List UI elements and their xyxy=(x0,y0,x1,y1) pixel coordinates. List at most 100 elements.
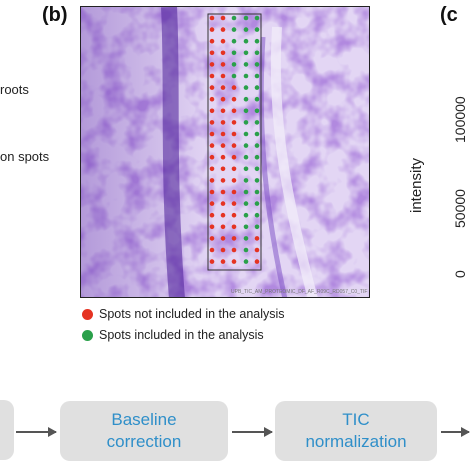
analysis-spot xyxy=(209,236,215,241)
red-dot-icon xyxy=(82,308,93,320)
analysis-spot xyxy=(243,178,249,183)
analysis-spot xyxy=(231,73,237,79)
analysis-spot xyxy=(209,178,215,183)
panel-a-label-roots: roots xyxy=(0,82,29,97)
flow-baseline-line2: correction xyxy=(106,432,182,451)
analysis-spot xyxy=(254,201,260,206)
panel-c-label: (c xyxy=(440,4,458,26)
analysis-spot xyxy=(209,27,215,32)
analysis-spot xyxy=(220,15,226,21)
analysis-spot xyxy=(231,85,237,90)
analysis-spot xyxy=(231,120,237,125)
analysis-spot xyxy=(254,154,260,160)
analysis-spot xyxy=(209,73,215,79)
analysis-spot xyxy=(254,166,260,172)
legend-included-label: Spots included in the analysis xyxy=(99,328,264,342)
panel-a-label-spots: on spots xyxy=(0,149,50,164)
image-caption: UPB_TIC_AM_PROTEOMIC_DF_AF_R09C_RD057_C0… xyxy=(231,289,368,295)
root-strand-light xyxy=(270,26,318,297)
analysis-spot xyxy=(231,27,237,32)
analysis-spot xyxy=(243,96,249,102)
flow-box-baseline: Baseline correction xyxy=(60,401,228,461)
analysis-spot xyxy=(243,15,249,21)
analysis-spot xyxy=(254,259,260,264)
analysis-spot xyxy=(243,108,249,114)
analysis-spot xyxy=(220,108,226,114)
analysis-spot xyxy=(220,143,226,148)
analysis-spot xyxy=(231,96,237,102)
analysis-spot xyxy=(254,131,260,137)
analysis-spot xyxy=(243,73,249,79)
analysis-spot xyxy=(220,212,226,218)
analysis-spot xyxy=(254,189,260,195)
analysis-spot xyxy=(220,50,226,56)
legend-not-included: Spots not included in the analysis xyxy=(82,307,285,321)
y-axis-title: intensity xyxy=(408,157,425,213)
analysis-spot xyxy=(254,27,260,32)
analysis-spot xyxy=(209,131,215,137)
analysis-spot xyxy=(243,189,249,195)
green-dot-icon xyxy=(82,329,93,341)
analysis-spot xyxy=(220,236,226,241)
legend-not-included-label: Spots not included in the analysis xyxy=(99,307,285,321)
analysis-spot xyxy=(209,212,215,218)
analysis-spot xyxy=(254,108,260,114)
analysis-spot xyxy=(220,154,226,160)
spot-grid xyxy=(209,15,260,264)
analysis-spot xyxy=(220,120,226,125)
analysis-spot xyxy=(243,38,249,44)
analysis-spot xyxy=(231,15,237,21)
analysis-spot xyxy=(243,143,249,148)
analysis-spot xyxy=(231,131,237,137)
analysis-spot xyxy=(254,50,260,56)
analysis-spot xyxy=(254,62,260,67)
flow-arrow-2 xyxy=(232,428,273,436)
analysis-spot xyxy=(220,62,226,67)
analysis-spot xyxy=(209,38,215,44)
analysis-spot xyxy=(254,224,260,230)
analysis-spot xyxy=(209,201,215,206)
analysis-spot xyxy=(220,73,226,79)
analysis-spot xyxy=(209,85,215,90)
analysis-spot xyxy=(243,166,249,172)
analysis-spot xyxy=(243,120,249,125)
tissue-shading xyxy=(81,7,369,297)
analysis-spot xyxy=(243,85,249,90)
analysis-spot xyxy=(220,131,226,137)
analysis-spot xyxy=(254,212,260,218)
flow-tic-line1: TIC xyxy=(342,410,370,429)
analysis-spot xyxy=(209,224,215,230)
analysis-spot xyxy=(209,143,215,148)
analysis-spot xyxy=(220,38,226,44)
analysis-spot xyxy=(231,62,237,67)
analysis-spot xyxy=(209,15,215,21)
analysis-spot xyxy=(231,201,237,206)
analysis-spot xyxy=(209,154,215,160)
flow-baseline-line1: Baseline xyxy=(111,410,177,429)
analysis-spot xyxy=(220,224,226,230)
flow-tic-line2: normalization xyxy=(305,432,407,451)
analysis-spot xyxy=(209,247,215,253)
analysis-spot xyxy=(254,120,260,125)
analysis-spot xyxy=(243,224,249,230)
flow-box-tic: TIC normalization xyxy=(275,401,437,461)
analysis-spot xyxy=(254,247,260,253)
analysis-spot xyxy=(254,73,260,79)
analysis-spot xyxy=(209,189,215,195)
analysis-spot xyxy=(254,96,260,102)
microscopy-image: UPB_TIC_AM_PROTEOMIC_DF_AF_R09C_RD057_C0… xyxy=(80,6,370,298)
analysis-spot xyxy=(231,38,237,44)
analysis-spot xyxy=(220,201,226,206)
analysis-spot xyxy=(254,85,260,90)
analysis-spot xyxy=(209,50,215,56)
analysis-spot xyxy=(231,189,237,195)
analysis-spot xyxy=(231,143,237,148)
analysis-spot xyxy=(209,96,215,102)
analysis-spot xyxy=(231,224,237,230)
analysis-spot xyxy=(243,27,249,32)
flow-box-previous xyxy=(0,400,14,460)
y-tick-50000: 50000 xyxy=(452,189,468,228)
analysis-spot xyxy=(231,259,237,264)
tissue-svg xyxy=(81,7,369,297)
analysis-spot xyxy=(220,27,226,32)
